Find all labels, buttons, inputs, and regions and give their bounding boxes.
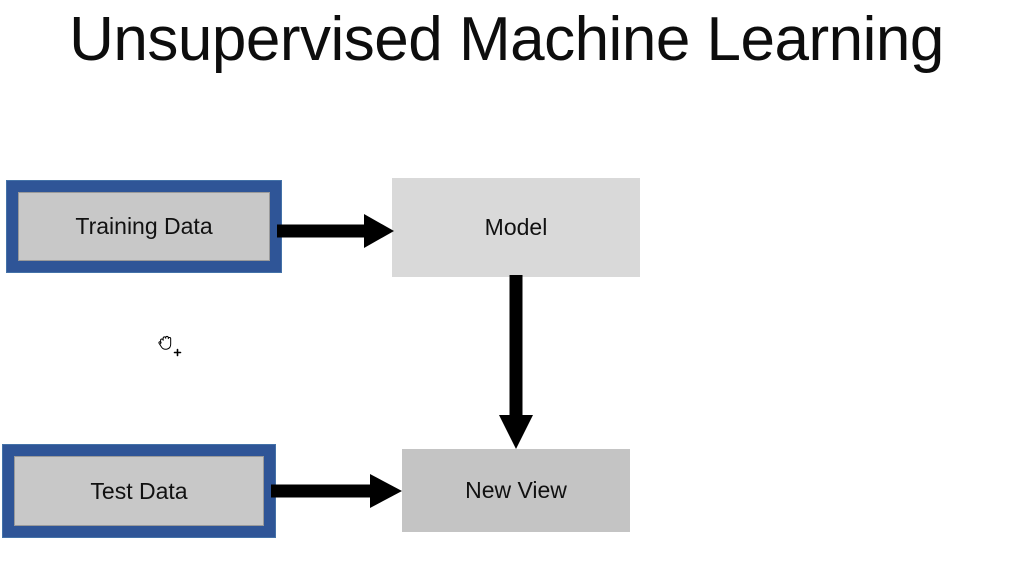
node-test-data-label: Test Data — [14, 456, 264, 526]
node-training-data-label: Training Data — [18, 192, 270, 261]
arrowhead-right-icon — [364, 214, 394, 248]
connector-model-to-new-view[interactable] — [494, 275, 540, 451]
arrowhead-down-icon — [499, 415, 533, 449]
node-model-label: Model — [484, 214, 548, 240]
grab-hand-move-cursor-icon — [158, 335, 182, 357]
connector-test-to-new-view[interactable] — [270, 468, 406, 514]
arrowhead-right-icon — [370, 474, 402, 508]
node-training-data[interactable]: Training Data — [6, 180, 282, 273]
connector-training-to-model[interactable] — [276, 208, 400, 254]
node-model[interactable]: Model — [392, 178, 640, 277]
node-new-view-label: New View — [465, 477, 567, 503]
node-new-view[interactable]: New View — [402, 449, 630, 532]
page-title: Unsupervised Machine Learning — [69, 5, 944, 74]
node-test-data[interactable]: Test Data — [2, 444, 276, 538]
